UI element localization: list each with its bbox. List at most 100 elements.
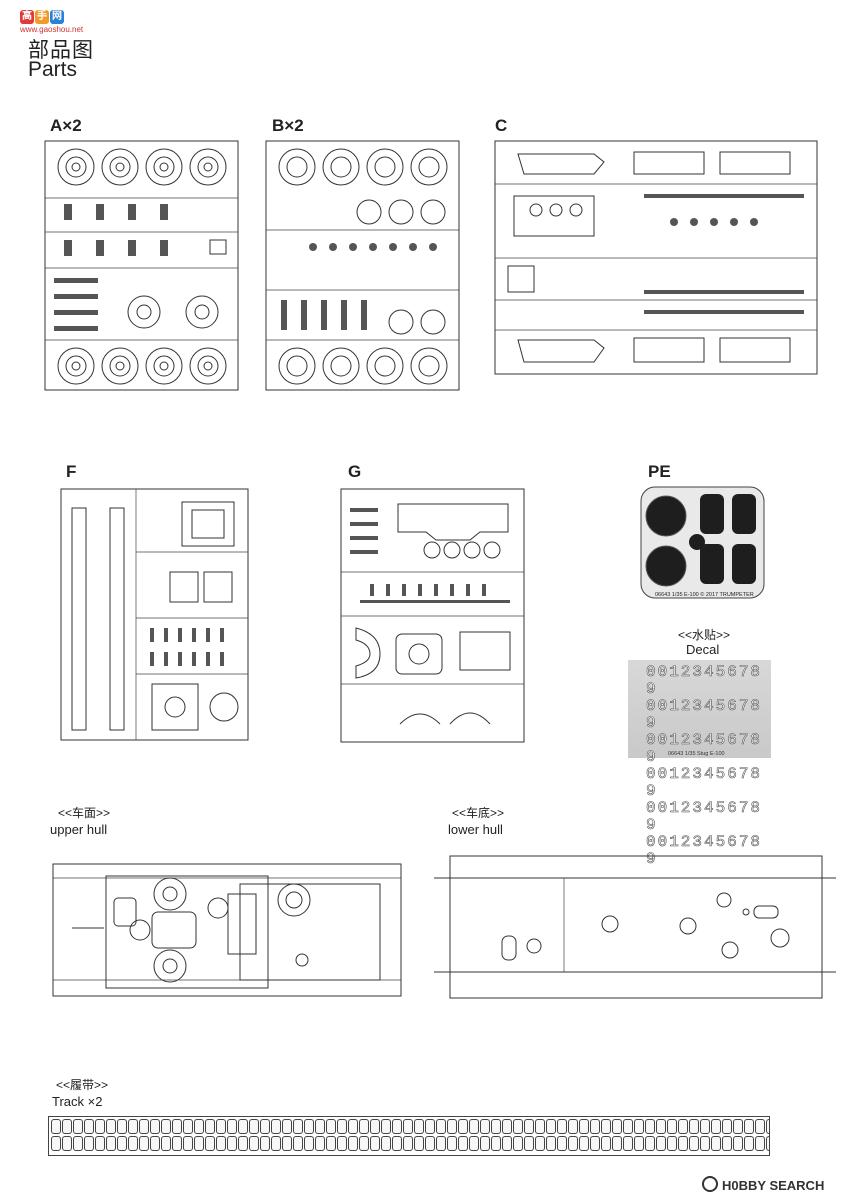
track-link <box>84 1119 94 1134</box>
track-link <box>293 1136 303 1151</box>
track-link <box>667 1136 677 1151</box>
track-link <box>557 1119 567 1134</box>
page-title-cn: 部品图 <box>28 39 94 62</box>
track-link <box>667 1119 677 1134</box>
sprue-g-diagram <box>340 488 525 743</box>
track-link <box>612 1136 622 1151</box>
lower-hull-diagram <box>434 855 836 999</box>
track-link <box>172 1136 182 1151</box>
track-link <box>293 1119 303 1134</box>
track-multiplier: ×2 <box>87 1094 103 1109</box>
track-link <box>216 1119 226 1134</box>
track-link <box>491 1136 501 1151</box>
track-link <box>326 1119 336 1134</box>
track-link <box>711 1119 721 1134</box>
track-link <box>480 1136 490 1151</box>
track-link <box>337 1136 347 1151</box>
track-link <box>150 1136 160 1151</box>
track-link <box>304 1136 314 1151</box>
upper-hull-label-cn: <<车面>> <box>58 806 111 820</box>
track-link <box>678 1136 688 1151</box>
track-link <box>535 1119 545 1134</box>
track-link <box>359 1119 369 1134</box>
track-link <box>656 1136 666 1151</box>
track-link <box>315 1119 325 1134</box>
track-link <box>73 1136 83 1151</box>
track-link <box>348 1119 358 1134</box>
track-link <box>656 1119 666 1134</box>
track-row <box>51 1119 769 1136</box>
track-label-en: Track <box>52 1094 85 1109</box>
track-link <box>755 1119 765 1134</box>
track-link <box>161 1119 171 1134</box>
track-link <box>513 1136 523 1151</box>
track-link <box>183 1136 193 1151</box>
track-link <box>623 1136 633 1151</box>
track-link <box>194 1119 204 1134</box>
track-link <box>722 1119 732 1134</box>
track-link <box>392 1119 402 1134</box>
track-link <box>381 1119 391 1134</box>
track-link <box>205 1119 215 1134</box>
pe-caption: 06643 1/35 E-100 © 2017 TRUMPETER <box>655 592 754 598</box>
track-strip <box>48 1116 770 1156</box>
track-link <box>535 1136 545 1151</box>
track-link <box>524 1119 534 1134</box>
track-link <box>458 1136 468 1151</box>
lower-hull-label-cn: <<车底>> <box>452 806 505 820</box>
footer-logo-icon <box>702 1176 718 1192</box>
track-link <box>304 1119 314 1134</box>
watermark-glyph-1: 高 <box>20 10 34 24</box>
track-link <box>689 1119 699 1134</box>
track-link <box>766 1136 769 1151</box>
track-link <box>425 1136 435 1151</box>
track-link <box>744 1136 754 1151</box>
track-link <box>645 1136 655 1151</box>
track-link <box>590 1136 600 1151</box>
track-link <box>568 1119 578 1134</box>
track-link <box>238 1136 248 1151</box>
track-link <box>227 1136 237 1151</box>
track-link <box>370 1136 380 1151</box>
track-link <box>766 1119 769 1134</box>
track-row <box>51 1136 769 1153</box>
watermark-glyph-2: 手 <box>35 10 49 24</box>
sprue-a-diagram <box>44 140 239 391</box>
track-link <box>51 1136 61 1151</box>
track-link <box>546 1136 556 1151</box>
track-link <box>139 1119 149 1134</box>
track-link <box>579 1136 589 1151</box>
track-link <box>139 1136 149 1151</box>
track-link <box>348 1136 358 1151</box>
track-link <box>414 1136 424 1151</box>
track-link <box>315 1136 325 1151</box>
pe-fret-diagram <box>640 486 765 599</box>
track-link <box>282 1136 292 1151</box>
track-link <box>689 1136 699 1151</box>
track-link <box>645 1119 655 1134</box>
track-link <box>128 1136 138 1151</box>
decal-row-4: 0012345678 9 <box>646 765 763 800</box>
sprue-g-label: G <box>348 462 362 481</box>
track-link <box>260 1119 270 1134</box>
track-link <box>370 1119 380 1134</box>
lower-hull-label-en: lower hull <box>448 822 503 837</box>
track-link <box>546 1119 556 1134</box>
track-link <box>172 1119 182 1134</box>
track-link <box>634 1119 644 1134</box>
track-link <box>557 1136 567 1151</box>
track-link <box>227 1119 237 1134</box>
sprue-pe-label: PE <box>648 462 671 481</box>
track-link <box>183 1119 193 1134</box>
watermark-url: www.gaoshou.net <box>20 25 84 34</box>
track-link <box>436 1136 446 1151</box>
page-title-en: Parts <box>28 58 78 81</box>
decal-row-5: 0012345678 9 <box>646 799 763 834</box>
track-link <box>733 1119 743 1134</box>
track-link <box>403 1119 413 1134</box>
track-link <box>62 1119 72 1134</box>
track-link <box>117 1136 127 1151</box>
decal-row-2: 0012345678 9 <box>646 697 763 732</box>
track-link <box>271 1136 281 1151</box>
decal-row-6: 0012345678 9 <box>646 833 763 868</box>
